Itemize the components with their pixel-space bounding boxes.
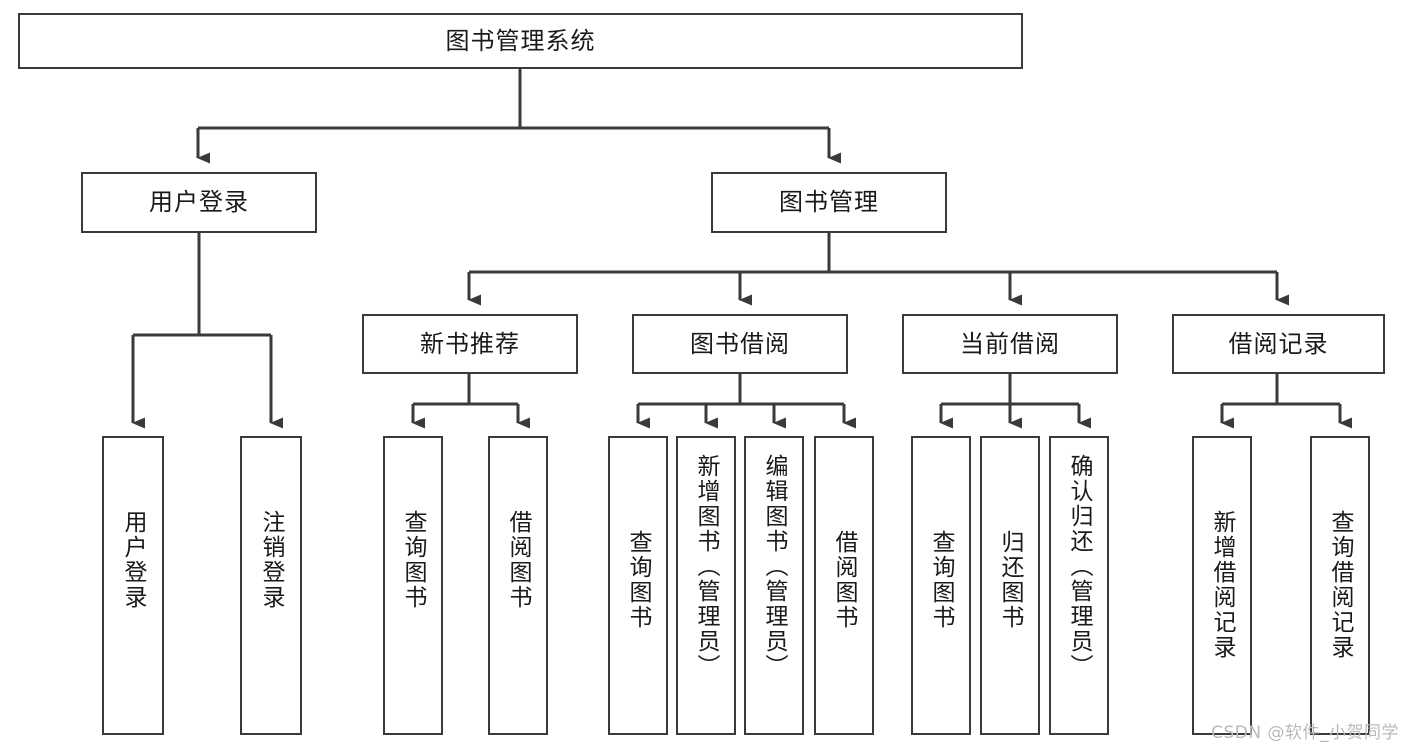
leaf-user-login[interactable]: 用户登录 — [102, 436, 164, 735]
leaf-borrow-book-recommend[interactable]: 借阅图书 — [488, 436, 548, 735]
leaf-return-book[interactable]: 归还图书 — [980, 436, 1040, 735]
leaf-confirm-return-admin[interactable]: 确认归还（管理员） — [1049, 436, 1109, 735]
leaf-label: 确认归还（管理员） — [1066, 454, 1093, 679]
leaf-edit-book-admin[interactable]: 编辑图书（管理员） — [744, 436, 804, 735]
leaf-add-borrow-record[interactable]: 新增借阅记录 — [1192, 436, 1252, 735]
node-label: 图书管理系统 — [445, 26, 596, 55]
leaf-logout[interactable]: 注销登录 — [240, 436, 302, 735]
node-book-management[interactable]: 图书管理 — [711, 172, 947, 233]
leaf-label: 归还图书 — [997, 530, 1024, 630]
node-label: 新书推荐 — [420, 329, 520, 358]
node-user-login[interactable]: 用户登录 — [81, 172, 317, 233]
leaf-label: 借阅图书 — [505, 510, 532, 610]
node-label: 图书借阅 — [690, 329, 790, 358]
leaf-label: 借阅图书 — [831, 530, 858, 630]
node-current-borrow[interactable]: 当前借阅 — [902, 314, 1118, 374]
leaf-label: 新增借阅记录 — [1209, 510, 1236, 660]
node-new-book-recommend[interactable]: 新书推荐 — [362, 314, 578, 374]
leaf-borrow-book-borrow[interactable]: 借阅图书 — [814, 436, 874, 735]
node-label: 借阅记录 — [1228, 329, 1329, 358]
leaf-query-book-current[interactable]: 查询图书 — [911, 436, 971, 735]
leaf-query-book-borrow[interactable]: 查询图书 — [608, 436, 668, 735]
leaf-query-borrow-record[interactable]: 查询借阅记录 — [1310, 436, 1370, 735]
leaf-add-book-admin[interactable]: 新增图书（管理员） — [676, 436, 736, 735]
leaf-label: 注销登录 — [258, 510, 285, 610]
node-label: 图书管理 — [779, 188, 879, 217]
leaf-label: 查询图书 — [400, 510, 427, 610]
node-label: 当前借阅 — [960, 329, 1060, 358]
leaf-label: 查询借阅记录 — [1327, 510, 1354, 660]
leaf-label: 用户登录 — [120, 510, 147, 610]
node-label: 用户登录 — [149, 188, 249, 217]
leaf-label: 查询图书 — [928, 530, 955, 630]
node-borrow-record[interactable]: 借阅记录 — [1172, 314, 1385, 374]
leaf-label: 查询图书 — [625, 530, 652, 630]
node-root-book-management-system[interactable]: 图书管理系统 — [18, 13, 1023, 69]
leaf-label: 编辑图书（管理员） — [761, 454, 788, 679]
leaf-label: 新增图书（管理员） — [693, 454, 720, 679]
leaf-query-book-recommend[interactable]: 查询图书 — [383, 436, 443, 735]
csdn-watermark: CSDN @软件_小贺同学 — [1211, 723, 1399, 743]
node-book-borrow[interactable]: 图书借阅 — [632, 314, 848, 374]
